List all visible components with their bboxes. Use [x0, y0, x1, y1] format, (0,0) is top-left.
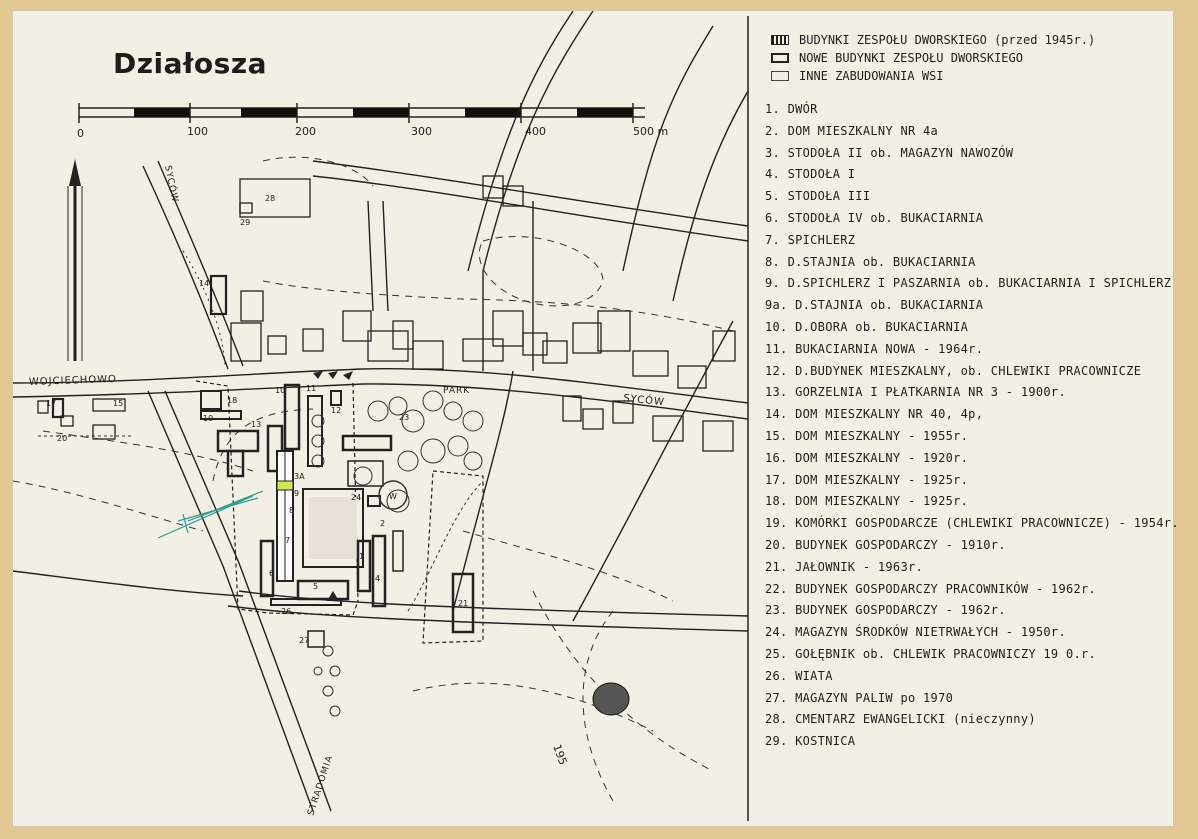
road-label-wojciechowo: WOJCIECHOWO — [29, 374, 117, 388]
legend-item: 17. DOM MIESZKALNY - 1925r. — [765, 472, 969, 487]
legend-key-text: BUDYNKI ZESPOŁU DWORSKIEGO (przed 1945r.… — [799, 33, 1096, 47]
label-17: 17 — [46, 399, 56, 408]
legend-item: 7. SPICHLERZ — [765, 232, 856, 247]
legend-item: 9a. D.STAJNIA ob. BUKACIARNIA — [765, 298, 984, 313]
legend-item: 9. D.SPICHLERZ I PASZARNIA ob. BUKACIARN… — [765, 276, 1172, 291]
scale-tick-400: 400 — [525, 125, 546, 138]
entrance-arrows — [313, 371, 353, 601]
hatched-swatch-icon — [771, 35, 789, 45]
scale-tick-500: 500 m — [633, 125, 668, 138]
manor-complex — [195, 380, 484, 648]
legend-item: 18. DOM MIESZKALNY - 1925r. — [765, 494, 969, 509]
label-26: 26 — [281, 607, 291, 616]
legend-item-list: 1. DWÓR 2. DOM MIESZKALNY NR 4a 3. STODO… — [765, 99, 1179, 753]
legend-item: 16. DOM MIESZKALNY - 1920r. — [765, 450, 969, 465]
label-4: 4 — [375, 574, 380, 583]
legend-item: 27. MAGAZYN PALIW po 1970 — [765, 690, 954, 705]
label-15: 15 — [113, 399, 123, 408]
label-27: 27 — [299, 636, 309, 645]
label-13: 13 — [251, 420, 261, 429]
scale-tick-300: 300 — [411, 125, 432, 138]
thin-outline-swatch-icon — [771, 71, 789, 81]
legend-item: 21. JAŁOWNIK - 1963r. — [765, 559, 924, 574]
map-labels: PARK W 28 29 14 17 15 20 10 18 19 13 11 … — [46, 194, 470, 645]
fence-lines — [38, 250, 484, 612]
map-sheet: 0 100 200 300 400 500 m — [12, 10, 1179, 827]
label-3a: 3A — [294, 472, 305, 481]
label-8: 8 — [289, 506, 294, 515]
label-1: 1 — [359, 552, 364, 561]
label-2: 2 — [380, 519, 385, 528]
park-trees — [311, 390, 484, 717]
legend-item: 29. KOSTNICA — [765, 734, 856, 749]
label-11: 11 — [306, 384, 316, 393]
label-5: 5 — [313, 582, 318, 591]
legend-key-other: INNE ZABUDOWANIA WSI — [765, 67, 1165, 85]
route-number: 195 — [550, 743, 569, 767]
label-28: 28 — [265, 194, 275, 203]
legend-item: 5. STODOŁA III — [765, 189, 871, 204]
legend-item: 23. BUDYNEK GOSPODARCZY - 1962r. — [765, 603, 1006, 618]
label-19: 19 — [203, 414, 213, 423]
legend-key-text: NOWE BUDYNKI ZESPOŁU DWORSKIEGO — [799, 51, 1023, 65]
legend-item: 11. BUKACIARNIA NOWA - 1964r. — [765, 341, 984, 356]
legend-item: 2. DOM MIESZKALNY NR 4a — [765, 123, 939, 138]
legend-key-text: INNE ZABUDOWANIA WSI — [799, 69, 944, 83]
legend-keys: BUDYNKI ZESPOŁU DWORSKIEGO (przed 1945r.… — [765, 31, 1165, 85]
label-12: 12 — [331, 406, 341, 415]
label-10: 10 — [275, 386, 285, 395]
legend-key-new: NOWE BUDYNKI ZESPOŁU DWORSKIEGO — [765, 49, 1165, 67]
dashed-paths — [13, 156, 734, 802]
legend-item: 1. DWÓR — [765, 102, 818, 116]
legend-item: 3. STODOŁA II ob. MAGAZYN NAWOZÓW — [765, 145, 1014, 160]
label-20: 20 — [57, 434, 67, 443]
legend-item: 25. GOŁĘBNIK ob. CHLEWIK PRACOWNICZY 19 … — [765, 646, 1097, 661]
scale-bar: 0 100 200 300 400 500 m — [77, 103, 668, 140]
label-23: 23 — [399, 413, 409, 422]
label-29: 29 — [240, 218, 250, 227]
legend-key-manor: BUDYNKI ZESPOŁU DWORSKIEGO (przed 1945r.… — [765, 31, 1165, 49]
label-21: 21 — [458, 599, 468, 608]
bold-outline-swatch-icon — [771, 53, 789, 63]
road-label-sycow: SYCÓW — [623, 391, 666, 408]
pond — [592, 682, 630, 716]
north-arrow — [67, 159, 83, 361]
pencil-marks — [157, 490, 264, 539]
scale-tick-200: 200 — [295, 125, 316, 138]
legend-item: 10. D.OBORA ob. BUKACIARNIA — [765, 319, 969, 334]
village-buildings — [37, 175, 736, 452]
legend-item: 8. D.STAJNIA ob. BUKACIARNIA — [765, 254, 976, 269]
legend: BUDYNKI ZESPOŁU DWORSKIEGO (przed 1945r.… — [765, 31, 1179, 753]
legend-item: 22. BUDYNEK GOSPODARCZY PRACOWNIKÓW - 19… — [765, 581, 1097, 596]
legend-item: 20. BUDYNEK GOSPODARCZY - 1910r. — [765, 537, 1006, 552]
label-6: 6 — [269, 569, 274, 578]
label-18: 18 — [227, 396, 237, 405]
map-title: Działosza — [113, 47, 268, 80]
legend-item: 15. DOM MIESZKALNY - 1955r. — [765, 428, 969, 443]
legend-item: 26. WIATA — [765, 668, 833, 683]
map-canvas: 0 100 200 300 400 500 m — [13, 11, 749, 821]
legend-item: 14. DOM MIESZKALNY NR 40, 4p, — [765, 407, 984, 422]
label-14: 14 — [199, 279, 209, 288]
label-24: 24 — [351, 493, 361, 502]
roads — [13, 11, 749, 812]
legend-item: 13. GORZELNIA I PŁATKARNIA NR 3 - 1900r. — [765, 385, 1066, 400]
road-label-stradomia: STRADOMIA — [306, 754, 335, 817]
legend-item: 12. D.BUDYNEK MIESZKALNY, ob. CHLEWIKI P… — [765, 363, 1142, 378]
road-label-north: SYCÓW — [162, 164, 182, 204]
label-7: 7 — [285, 536, 290, 545]
legend-item: 19. KOMÓRKI GOSPODARCZE (CHLEWIKI PRACOW… — [765, 516, 1179, 531]
legend-item: 24. MAGAZYN ŚRODKÓW NIETRWAŁYCH - 1950r. — [765, 625, 1066, 640]
scale-tick-100: 100 — [187, 125, 208, 138]
label-9: 9 — [294, 489, 299, 498]
label-park: PARK — [443, 386, 470, 396]
legend-item: 28. CMENTARZ EWANGELICKI (nieczynny) — [765, 712, 1036, 727]
label-w: W — [389, 492, 397, 501]
scale-tick-0: 0 — [77, 127, 84, 140]
legend-item: 4. STODOŁA I — [765, 167, 856, 182]
legend-item: 6. STODOŁA IV ob. BUKACIARNIA — [765, 210, 984, 225]
